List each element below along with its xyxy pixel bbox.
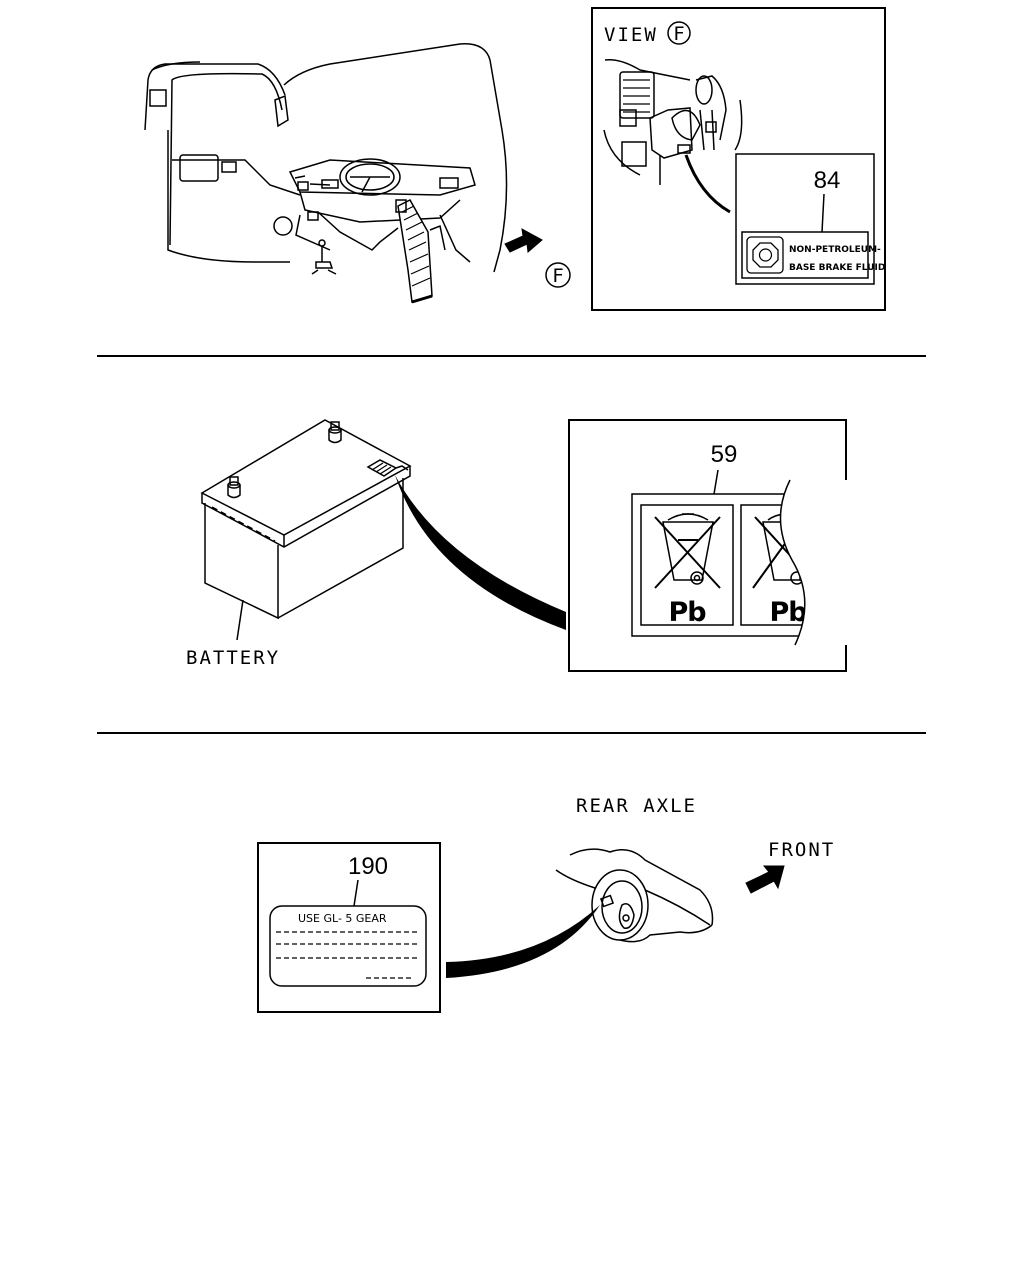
front-direction-arrow [745,865,785,894]
gear-oil-label-inset: 190 USE GL- 5 GEAR [257,842,441,1013]
view-label: VIEW [604,24,658,46]
pb-text-1: Pb [668,597,706,628]
view-f-callout: F [545,262,571,288]
cab-interior-drawing [144,43,508,304]
view-letter-f: F [673,23,684,45]
octagon-icon [752,242,779,268]
brake-fluid-label [741,231,869,279]
view-f-inset: VIEW F 84 [591,7,886,311]
axle-leader-swoosh [446,905,600,978]
front-label: FRONT [768,839,835,861]
battery-leader-swoosh [395,475,566,630]
part-number-59: 59 [711,441,738,468]
recycling-label-inset: 59 Pb Pb [568,419,848,672]
battery-label: BATTERY [186,647,280,669]
gear-oil-label [269,905,427,987]
battery-drawing [200,419,412,641]
view-f-detail-drawing [603,58,743,214]
pb-text-2: Pb [769,597,807,628]
part-number-84: 84 [814,167,841,194]
label-placeholder-lines [276,931,420,979]
gear-label-text: USE GL- 5 GEAR [298,912,387,925]
crossed-bin-icon [640,504,734,626]
label-line1: NON-PETROLEUM- [789,245,881,255]
arrow-letter-f: F [552,265,563,287]
part-number-190: 190 [348,853,388,880]
rear-axle-label: REAR AXLE [576,795,697,817]
label-line2: BASE BRAKE FLUID [789,263,885,273]
rear-axle-drawing [555,848,714,943]
view-direction-arrow [504,228,543,253]
